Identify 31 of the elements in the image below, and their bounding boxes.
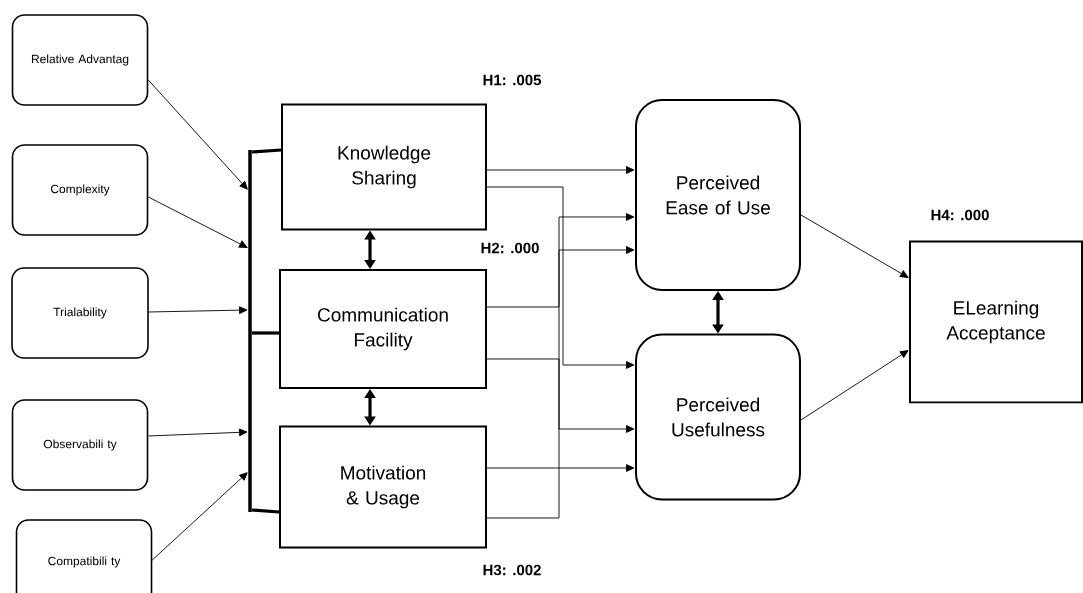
- arrow: [486, 186, 635, 369]
- rounded-box: Perceived Ease of Use: [635, 99, 801, 291]
- rounded-box: Perceived Usefulness: [635, 333, 801, 501]
- arrow: [151, 472, 248, 561]
- arrow: [147, 428, 248, 437]
- arrow: [800, 350, 909, 421]
- arrow: [486, 358, 635, 433]
- hypothesis-label: H1: .005: [483, 74, 542, 86]
- arrow: [800, 214, 909, 278]
- arrow: [148, 306, 248, 315]
- factor-box: Compatibili ty: [15, 519, 153, 593]
- factor-box: Complexity: [11, 144, 149, 236]
- construct-box: Motivation & Usage: [279, 425, 487, 549]
- arrow: [486, 246, 635, 519]
- arrow: [486, 464, 635, 472]
- arrow: [147, 196, 248, 248]
- factor-box: Relative Advantag: [11, 14, 149, 106]
- bracket-tick: [251, 148, 282, 154]
- bracket-tick: [251, 508, 280, 514]
- hypothesis-label: H2: .000: [481, 242, 539, 254]
- construct-box: Communication Facility: [279, 269, 487, 389]
- construct-box: ELearning Acceptance: [909, 240, 1083, 404]
- factor-box: Observabili ty: [11, 399, 149, 491]
- arrow: [486, 213, 635, 308]
- construct-box: Knowledge Sharing: [281, 103, 487, 231]
- hypothesis-label: H4: .000: [931, 209, 989, 221]
- factor-box: Trialability: [11, 267, 149, 359]
- arrow: [486, 166, 635, 174]
- arrow: [147, 79, 248, 190]
- hypothesis-label: H3: .002: [483, 564, 541, 576]
- bracket-tick: [251, 331, 279, 335]
